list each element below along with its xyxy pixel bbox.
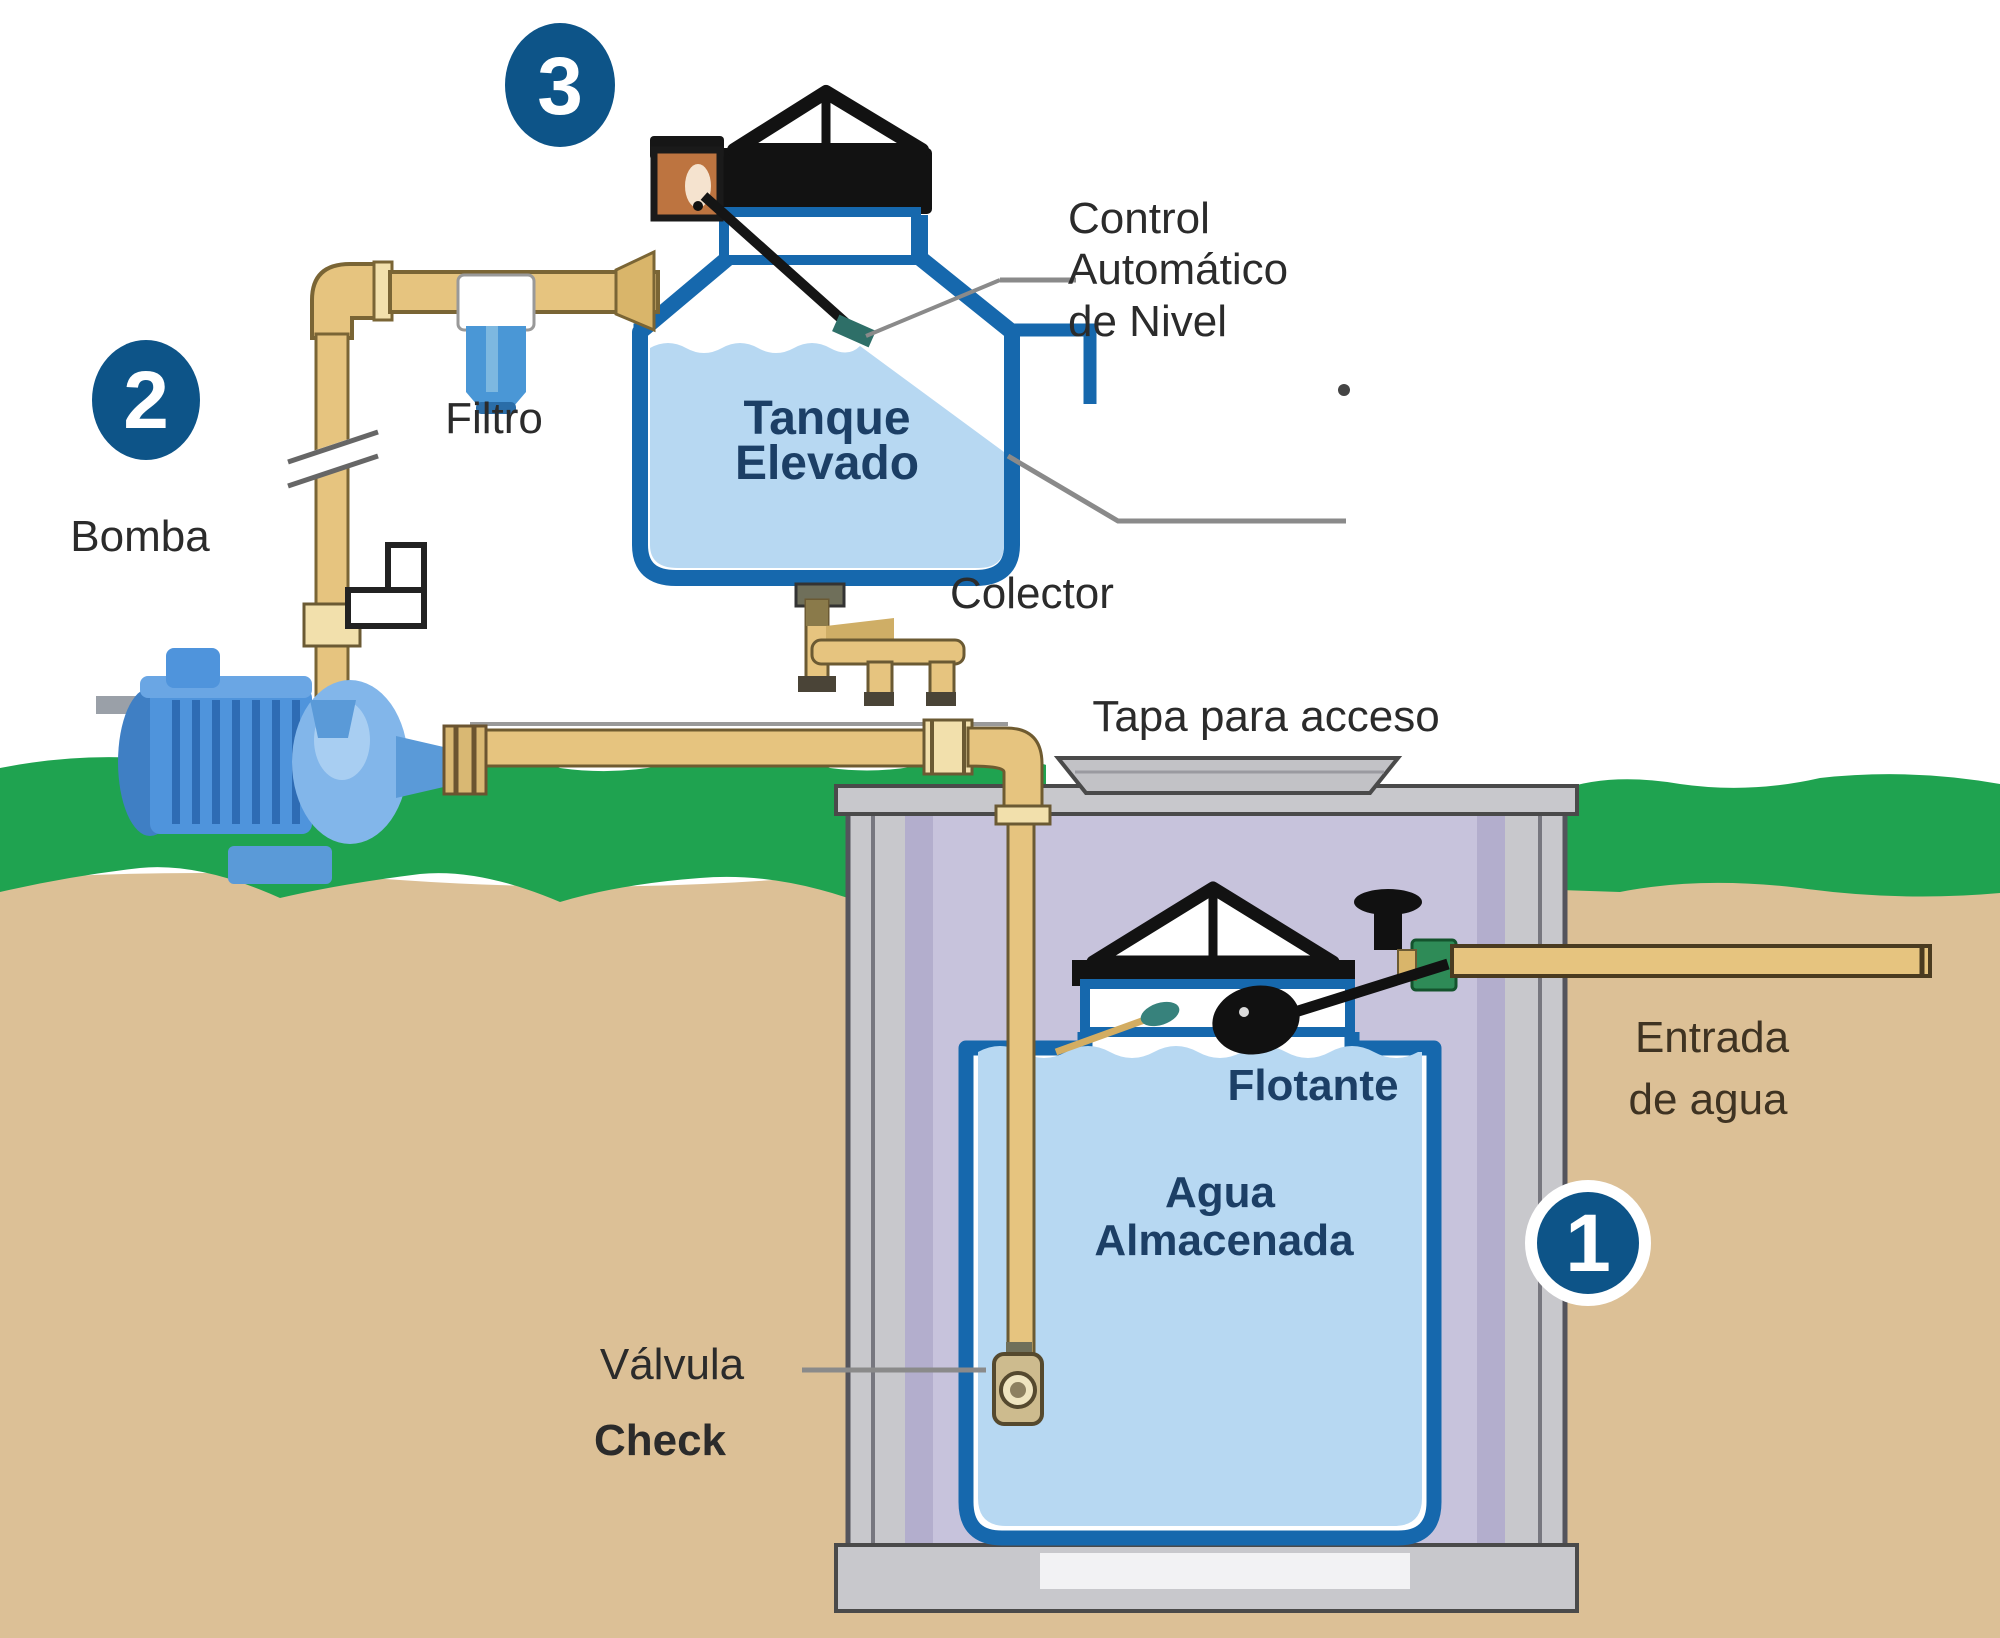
elevated-tank: [632, 85, 1346, 706]
pump-outlet-cone: [396, 736, 448, 798]
pump-discharge-pipe: [466, 728, 934, 768]
badge-2: 2: [92, 340, 200, 460]
badge-2-number: 2: [123, 355, 169, 446]
floating-intake-icon: [1140, 1001, 1180, 1027]
elbow-collar-down: [994, 804, 1052, 826]
check-valve-port-hole: [1010, 1382, 1026, 1398]
label-colector: Colector: [950, 569, 1114, 618]
control-leader-long: [1006, 453, 1346, 524]
motor-cap-bump: [166, 648, 220, 688]
motor-body: [150, 688, 312, 834]
badge-3-circle: [505, 23, 615, 147]
pipe-break-line-2: [287, 453, 379, 489]
float-ball-glint: [1239, 1007, 1249, 1017]
floating-intake-hose: [1054, 1014, 1152, 1056]
level-sensor-rod: [700, 192, 860, 336]
label-entrada: Entrada: [1635, 1013, 1790, 1062]
label-filtro: Filtro: [445, 394, 543, 443]
elevated-tank-water: [650, 343, 1004, 568]
label-de-agua: de agua: [1628, 1075, 1788, 1124]
filter-cap: [476, 402, 516, 414]
inlet-pipe: [1450, 944, 1932, 978]
label-tanque: Tanque: [743, 392, 910, 445]
pump-base: [228, 846, 332, 884]
bottom-slab-highlight: [1040, 1553, 1410, 1589]
badge-2-circle: [92, 340, 200, 460]
label-elevado: Elevado: [735, 437, 919, 490]
pump-inlet-cone: [310, 700, 356, 738]
tank-ear-right: [1014, 323, 1097, 404]
collector-stub-cap-2: [926, 692, 956, 706]
collector-manifold-icon: [810, 638, 966, 666]
collector-drain-cap: [798, 676, 836, 692]
label-control-line1: Control: [1068, 194, 1210, 243]
collector-tee: [826, 618, 894, 640]
label-almacenada: Almacenada: [1094, 1216, 1354, 1265]
filter-head: [456, 273, 536, 332]
water-inlet-pipe: [1450, 944, 1932, 978]
tank-inlet-cone: [614, 249, 656, 333]
label-check: Check: [594, 1416, 727, 1465]
level-sensor-tip: [832, 314, 876, 348]
ink-dot: [1338, 384, 1350, 396]
badge-1-number: 1: [1565, 1198, 1611, 1289]
badge-1-circle: [1525, 1180, 1651, 1306]
label-bomba: Bomba: [70, 512, 210, 561]
collector-riser-shade: [806, 600, 828, 626]
grass-right: [1560, 774, 2000, 897]
cistern-inner-shadow-right: [1477, 812, 1505, 1545]
float-arm: [1274, 958, 1450, 1024]
filter-highlight: [486, 326, 498, 392]
elevated-lid-band: [716, 148, 932, 214]
suction-pipe: [1006, 810, 1036, 1356]
label-flotante: Flotante: [1227, 1061, 1398, 1110]
inlet-fitting-dot: [693, 201, 703, 211]
elevated-tank-neck: [719, 207, 921, 265]
float-ball-icon: [1212, 985, 1300, 1055]
cistern-top-slab: [834, 784, 1579, 816]
badge-3-number: 3: [537, 41, 583, 132]
vent-cap-stem: [1374, 902, 1402, 950]
access-lid-icon: [1053, 756, 1403, 795]
badge-1: 1: [1525, 1180, 1651, 1306]
label-control-line3: de Nivel: [1068, 297, 1227, 346]
label-tapa: Tapa para acceso: [1092, 692, 1439, 741]
collector-stub-cap-1: [864, 692, 894, 706]
pipe-break-line-1: [287, 429, 379, 465]
cistern-inner-shadow-left: [905, 812, 933, 1545]
motor-top: [140, 676, 312, 698]
pump-flange: [442, 724, 488, 796]
label-control-line2: Automático: [1068, 245, 1288, 294]
control-leader-diagonal: [865, 278, 1001, 338]
pump-assembly: [96, 648, 1052, 884]
tee-fitting-horizontal: [345, 587, 427, 629]
motor-fins: [172, 700, 300, 824]
label-agua: Agua: [1165, 1168, 1276, 1217]
label-valvula: Válvula: [600, 1340, 745, 1389]
stored-water: [978, 1046, 1422, 1526]
badge-3: 3: [505, 23, 615, 147]
cistern-storage-tank: [958, 881, 1458, 1546]
pipe-break-gap: [283, 430, 383, 486]
